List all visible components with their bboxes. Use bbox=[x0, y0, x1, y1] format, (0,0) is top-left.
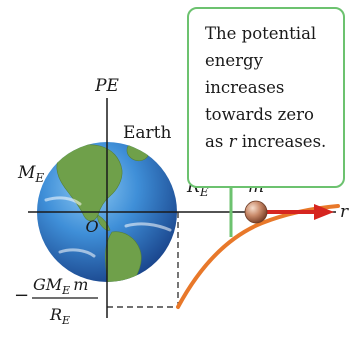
origin-label: O bbox=[85, 217, 98, 236]
callout-line-2: energy bbox=[205, 51, 263, 70]
callout-line-3: increases bbox=[205, 78, 285, 97]
callout-line-4: towards zero bbox=[205, 105, 314, 124]
pe-axis-label: PE bbox=[94, 76, 119, 96]
sphere-icon bbox=[244, 200, 268, 224]
svg-text:RE: RE bbox=[49, 305, 70, 327]
direction-arrow bbox=[262, 204, 334, 220]
callout-line-5: as r increases. bbox=[205, 132, 327, 151]
potential-energy-curve bbox=[176, 204, 340, 309]
svg-text:−: − bbox=[14, 285, 29, 306]
earth-label: Earth bbox=[123, 123, 172, 143]
r-axis-label: r bbox=[340, 202, 349, 222]
callout-box: The potential energy increases towards z… bbox=[187, 7, 345, 188]
callout-line-1: The potential bbox=[205, 24, 317, 43]
earth-mass-label: ME bbox=[17, 163, 44, 185]
